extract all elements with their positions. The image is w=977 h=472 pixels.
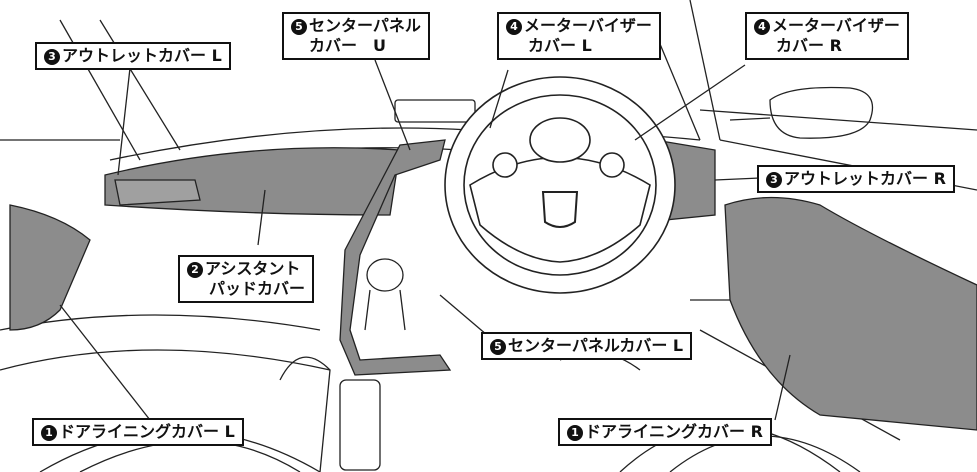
outlet-left <box>114 179 201 206</box>
side-mirror-right <box>769 86 874 139</box>
door-lining-left <box>9 204 91 331</box>
rear-view-mirror <box>394 99 476 123</box>
cup-holder <box>339 379 381 471</box>
door-lining-right <box>724 196 977 431</box>
steering-wheel <box>444 76 676 294</box>
center-panel <box>339 139 452 376</box>
gear-shift-knob <box>366 258 404 292</box>
leader-lines <box>59 59 791 421</box>
